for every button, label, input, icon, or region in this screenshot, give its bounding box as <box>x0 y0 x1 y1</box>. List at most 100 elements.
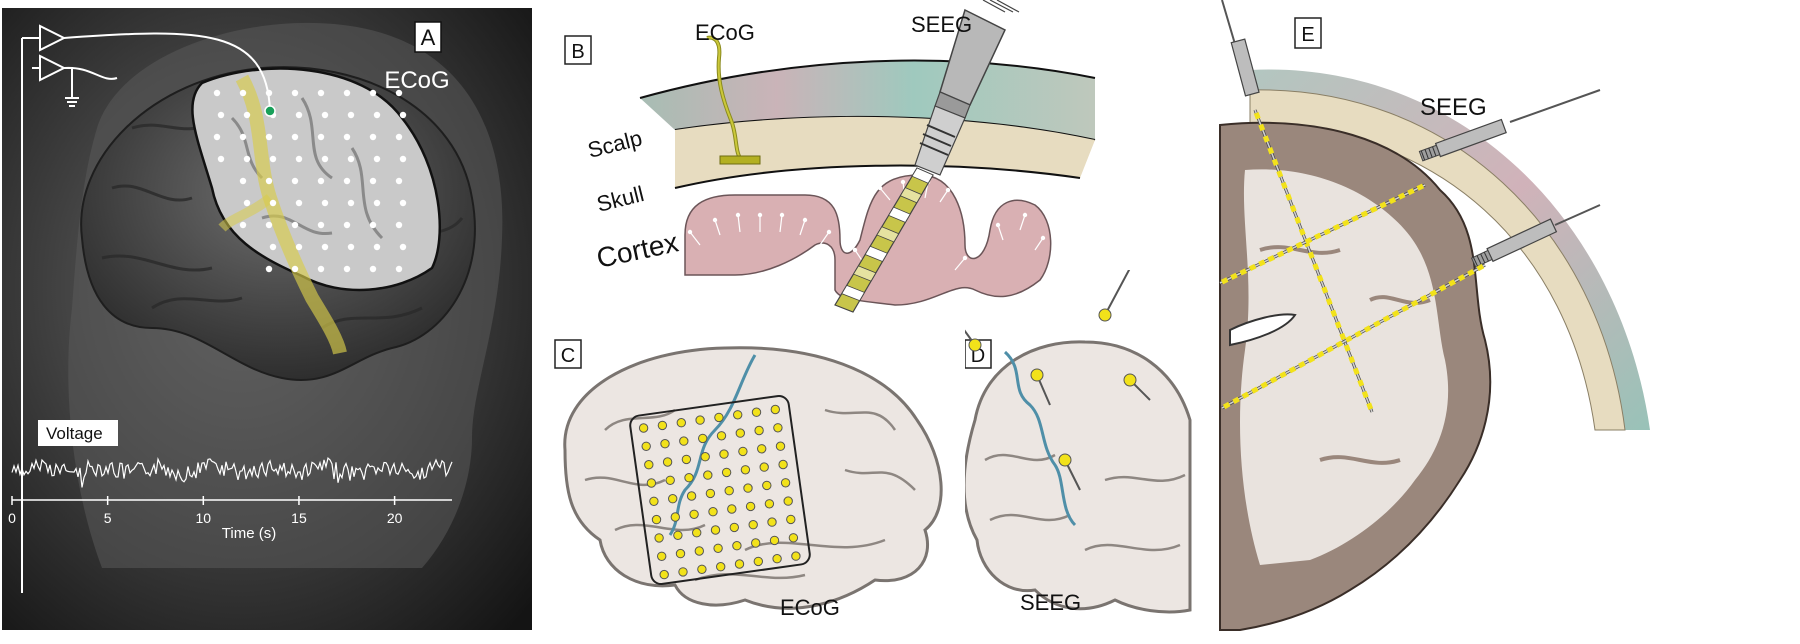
dipole-arrowhead <box>802 217 808 223</box>
electrode-dot <box>373 111 381 119</box>
seeg-contact <box>841 284 866 302</box>
electrode-dot <box>265 265 273 273</box>
dipole-arrowhead <box>826 229 832 235</box>
panel-e-letter-box <box>1294 17 1322 49</box>
electrode-dot <box>295 243 303 251</box>
dipole-arrow <box>779 214 783 233</box>
seeg-contact-e <box>1276 250 1285 258</box>
ecog-electrode-c <box>732 541 742 551</box>
seeg-contact-e <box>1314 232 1322 240</box>
ecog-electrode-c <box>791 551 801 561</box>
scalp-label: Scalp <box>585 125 644 163</box>
electrode-dot <box>399 243 407 251</box>
electrode-dot <box>295 111 303 119</box>
electrode-dot <box>395 89 403 97</box>
panel-c: C ECoG <box>545 330 965 635</box>
electrode-dot <box>399 155 407 163</box>
ecog-electrode-c <box>686 491 697 501</box>
seeg-contact-e <box>1339 332 1347 341</box>
ecog-electrode-c <box>764 499 775 509</box>
dipole-arrow <box>714 219 721 236</box>
panel-d-label: SEEG <box>1020 590 1082 615</box>
seeg-contact-e <box>1298 360 1306 369</box>
electrode-dot <box>213 89 221 97</box>
electrode-dot <box>369 265 377 273</box>
seeg-contact-e <box>1321 286 1329 294</box>
ecog-electrode-c <box>735 428 746 438</box>
ecog-electrode-c <box>786 514 796 525</box>
voltage-label: Voltage <box>46 424 103 443</box>
seeg-contact-e <box>1267 147 1275 155</box>
dipole-arrowhead <box>1022 212 1028 218</box>
electrode-dot <box>291 89 299 97</box>
ecog-electrode-c <box>721 467 732 478</box>
dipole-arrow <box>819 231 830 246</box>
electrode-dot <box>239 133 247 141</box>
seeg-contact-e <box>1344 335 1353 343</box>
electrode-dot <box>217 155 225 163</box>
ecog-electrode-c <box>751 407 762 417</box>
time-tick-label: 5 <box>104 510 112 526</box>
dipole-arrow <box>799 219 806 236</box>
electrode-dot <box>347 243 355 251</box>
panel-c-figure: C ECoG <box>554 339 943 620</box>
panel-b-letter-box <box>564 35 592 65</box>
seeg-contact-e <box>1248 263 1257 271</box>
brain-outline-d <box>962 340 1192 614</box>
ecog-label: ECoG <box>695 20 755 45</box>
dipole-arrowhead <box>852 247 858 253</box>
panel-a-title: ECoG <box>384 67 449 94</box>
ecog-electrode-c <box>646 478 657 488</box>
electrode-dot <box>369 221 377 229</box>
electrode-dot <box>369 133 377 141</box>
ecog-electrode-c <box>660 439 670 449</box>
electrode-dot <box>395 221 403 229</box>
seeg-contact-e <box>1253 112 1261 120</box>
ecog-electrode-c <box>734 559 745 569</box>
central-sulcus-c <box>668 354 757 536</box>
dipole-arrowhead <box>900 179 906 185</box>
ecog-electrode-c <box>670 512 681 522</box>
electrode-dot <box>395 177 403 185</box>
seeg-contact <box>888 206 911 223</box>
electrode-dot <box>291 133 299 141</box>
ecog-electrode-c <box>753 556 764 567</box>
ecog-electrode-c <box>733 410 743 420</box>
ecog-electrode-c <box>694 546 705 556</box>
time-tick-label: 15 <box>291 510 307 526</box>
seeg-contact-e <box>1457 274 1466 282</box>
seeg-contact-e <box>1360 210 1369 218</box>
seeg-contact-e <box>1391 309 1400 318</box>
seeg-contact-e <box>1258 259 1266 267</box>
ecog-electrode-c <box>641 441 651 452</box>
electrode-dot <box>265 133 273 141</box>
seeg-contact-e <box>1285 193 1293 201</box>
seeg-contact-e <box>1343 344 1351 352</box>
electrode-dot <box>343 177 351 185</box>
electrode-dot <box>291 221 299 229</box>
seeg-contact-e <box>1312 263 1320 271</box>
ecog-electrode-c <box>738 446 748 457</box>
electrode-dot <box>239 221 247 229</box>
seeg-contact-e <box>1448 279 1457 287</box>
electrode-dot <box>343 89 351 97</box>
dipole-arrowhead <box>735 212 741 218</box>
electrode-dot <box>321 243 329 251</box>
ecog-electrode-c <box>695 415 705 425</box>
electrode-dot <box>321 199 329 207</box>
ecog-electrode-c <box>740 465 751 475</box>
electrode-dot <box>395 133 403 141</box>
seeg-anchor-bolt <box>1230 38 1260 97</box>
ecog-electrode-c <box>767 517 777 527</box>
ecog-electrode <box>719 155 761 165</box>
panel-c-letter-box <box>554 339 582 369</box>
seeg-anchor-bolt <box>1418 118 1507 162</box>
seeg-contact-e <box>1429 289 1438 297</box>
voltage-label-box <box>38 420 118 446</box>
electrode-dot <box>317 133 325 141</box>
seeg-contact-e <box>1352 367 1360 375</box>
ecog-electrode-c <box>757 444 767 454</box>
seeg-contact-e <box>1239 268 1248 276</box>
electrode-dot <box>373 199 381 207</box>
electrode-dot <box>399 111 407 119</box>
